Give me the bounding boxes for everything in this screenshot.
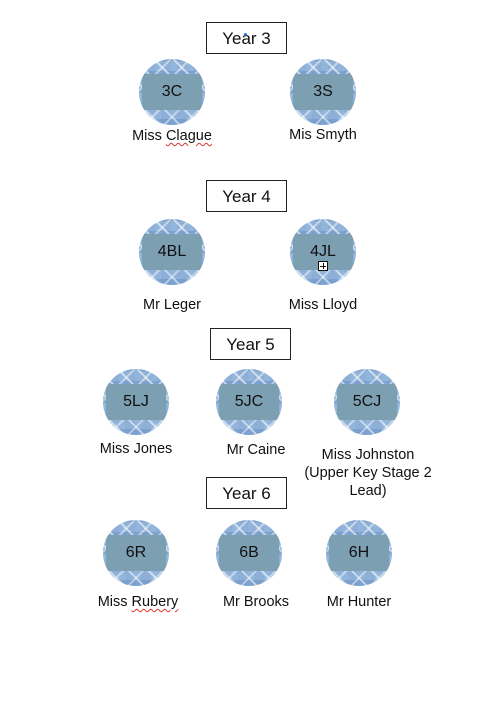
class-4jl-badge[interactable]: 4JL — [290, 219, 356, 285]
class-5cj-label: 5CJ — [337, 384, 397, 420]
teacher-5cj-name: Miss Johnston (Upper Key Stage 2 Lead) — [298, 446, 438, 500]
teacher-6r-surname: Rubery — [131, 594, 179, 610]
class-6b-label: 6B — [219, 535, 279, 571]
class-6r-badge[interactable]: 6R — [103, 520, 169, 586]
year-6-heading-text: Year 6 — [222, 484, 271, 503]
class-4bl-badge[interactable]: 4BL — [139, 219, 205, 285]
teacher-3c-name: Miss Clague — [112, 127, 232, 145]
teacher-6b-name: Mr Brooks — [222, 594, 290, 610]
class-5jc-label: 5JC — [219, 384, 279, 420]
class-6h-badge[interactable]: 6H — [326, 520, 392, 586]
text-cursor — [244, 33, 247, 36]
teacher-6r-name: Miss Rubery — [76, 593, 200, 611]
year-3-heading[interactable]: Year 3 — [206, 22, 287, 54]
class-5lj-badge[interactable]: 5LJ — [103, 369, 169, 435]
year-3-heading-text: Year 3 — [222, 29, 271, 48]
year-6-heading[interactable]: Year 6 — [206, 477, 287, 509]
class-3c-label: 3C — [142, 74, 202, 110]
anchor-plus-icon[interactable] — [318, 261, 328, 271]
class-5lj-label: 5LJ — [106, 384, 166, 420]
class-6r-label: 6R — [106, 535, 166, 571]
teacher-3c-title: Miss — [132, 128, 166, 144]
year-5-heading[interactable]: Year 5 — [210, 328, 291, 360]
teacher-5jc-name: Mr Caine — [226, 442, 286, 458]
teacher-6h-name: Mr Hunter — [326, 594, 392, 610]
teacher-4jl-name: Miss Lloyd — [288, 297, 358, 313]
class-5jc-badge[interactable]: 5JC — [216, 369, 282, 435]
class-5cj-badge[interactable]: 5CJ — [334, 369, 400, 435]
year-4-heading-text: Year 4 — [222, 187, 271, 206]
class-6h-label: 6H — [329, 535, 389, 571]
teacher-3s-name: Mis Smyth — [289, 127, 357, 143]
year-4-heading[interactable]: Year 4 — [206, 180, 287, 212]
class-3c-badge[interactable]: 3C — [139, 59, 205, 125]
class-3s-badge[interactable]: 3S — [290, 59, 356, 125]
teacher-4bl-name: Mr Leger — [142, 297, 202, 313]
teacher-6r-title: Miss — [97, 594, 132, 610]
class-3s-label: 3S — [293, 74, 353, 110]
class-4bl-label: 4BL — [142, 234, 202, 270]
class-6b-badge[interactable]: 6B — [216, 520, 282, 586]
teacher-5cj-line-1: Miss Johnston — [321, 447, 415, 463]
teacher-5cj-line-3: Lead) — [349, 483, 387, 499]
year-5-heading-text: Year 5 — [226, 335, 275, 354]
teacher-5cj-line-2: (Upper Key Stage 2 — [304, 465, 432, 481]
teacher-3c-surname: Clague — [165, 128, 212, 144]
teacher-5lj-name: Miss Jones — [99, 441, 173, 457]
